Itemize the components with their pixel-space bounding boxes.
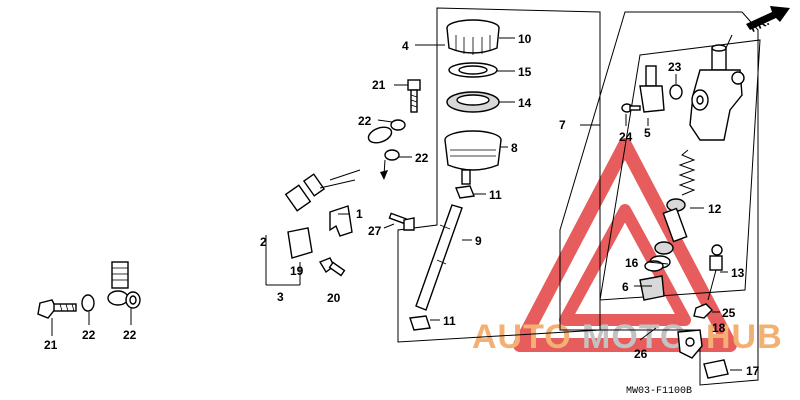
tube-clip-lower: [409, 315, 431, 331]
callout-6: 6: [622, 280, 629, 294]
brake-hose: [107, 126, 393, 306]
callout-23: 23: [668, 60, 682, 74]
drawing-code: MW03-F1100B: [626, 386, 692, 397]
sealing-washer-upper-a: [390, 119, 406, 131]
callout-24: 24: [619, 130, 633, 144]
leader-lines: [51, 34, 742, 371]
push-rod-nut: [693, 303, 713, 319]
diaphragm-plate: [448, 62, 498, 78]
callout-4: 4: [402, 39, 409, 53]
callout-7: 7: [559, 118, 566, 132]
callout-10: 10: [518, 32, 532, 46]
hose-holder: [287, 227, 313, 259]
callout-12: 12: [708, 202, 722, 216]
reservoir-hose: [415, 204, 463, 311]
reservoir-body: [444, 130, 502, 185]
joint-o-ring: [669, 84, 683, 100]
callout-2: 2: [260, 235, 267, 249]
callout-19: 19: [290, 264, 304, 278]
callout-22b: 22: [415, 151, 429, 165]
push-rod: [707, 244, 723, 301]
inlet-joint: [639, 65, 665, 113]
watermark-text-hub: HUB: [706, 318, 783, 356]
callout-9: 9: [475, 234, 482, 248]
callout-labels: 1 2 3 4 5 6 7 8 9 10 11 11 12 13 14 15 1…: [44, 32, 760, 378]
callout-18: 18: [712, 321, 726, 335]
joint-pin: [639, 327, 657, 341]
callout-21b: 21: [44, 338, 58, 352]
reservoir-cap: [446, 19, 500, 55]
callout-25: 25: [722, 306, 736, 320]
callout-27: 27: [368, 224, 382, 238]
hose-clamp: [329, 205, 353, 237]
callout-22d: 22: [123, 328, 137, 342]
dust-boot: [639, 275, 665, 301]
callout-14: 14: [518, 96, 532, 110]
banjo-bolt-lower: [37, 299, 77, 319]
piston-spring: [678, 149, 696, 196]
front-direction-arrow-icon: FR.: [746, 6, 790, 35]
watermark: AUTO MOTO HUB: [472, 138, 783, 356]
callout-16: 16: [625, 256, 639, 270]
callout-1: 1: [356, 207, 363, 221]
callout-11b: 11: [443, 314, 456, 328]
sealing-washer-lower-b-hole: [129, 295, 137, 305]
callout-22a: 22: [358, 114, 372, 128]
callout-3: 3: [277, 290, 284, 304]
joint-screw: [621, 103, 641, 113]
callout-17: 17: [746, 364, 760, 378]
sealing-washer-upper-b: [384, 149, 400, 161]
master-cylinder-body: [689, 44, 745, 141]
reservoir-screw: [388, 212, 415, 231]
callout-5: 5: [644, 126, 651, 140]
callout-21a: 21: [372, 78, 386, 92]
callout-8: 8: [511, 141, 518, 155]
callout-15: 15: [518, 65, 532, 79]
callout-22c: 22: [82, 328, 96, 342]
reservoir-group-frame: [397, 7, 601, 343]
sealing-washer-lower-a: [81, 294, 95, 312]
callout-13: 13: [731, 266, 745, 280]
diaphragm: [446, 91, 500, 113]
callout-11a: 11: [489, 188, 502, 202]
callout-26: 26: [634, 347, 648, 361]
master-cylinder-frame: [559, 11, 759, 386]
watermark-text-moto: MOTO: [582, 318, 687, 356]
callout-20: 20: [327, 291, 341, 305]
watermark-triangle-outer: [513, 138, 737, 352]
banjo-bolt-upper: [407, 79, 421, 113]
cotter-pin-nut: [703, 359, 729, 379]
holder-bolt: [318, 257, 346, 277]
tube-clip-upper: [455, 185, 475, 199]
push-rod-joint: [677, 329, 703, 359]
